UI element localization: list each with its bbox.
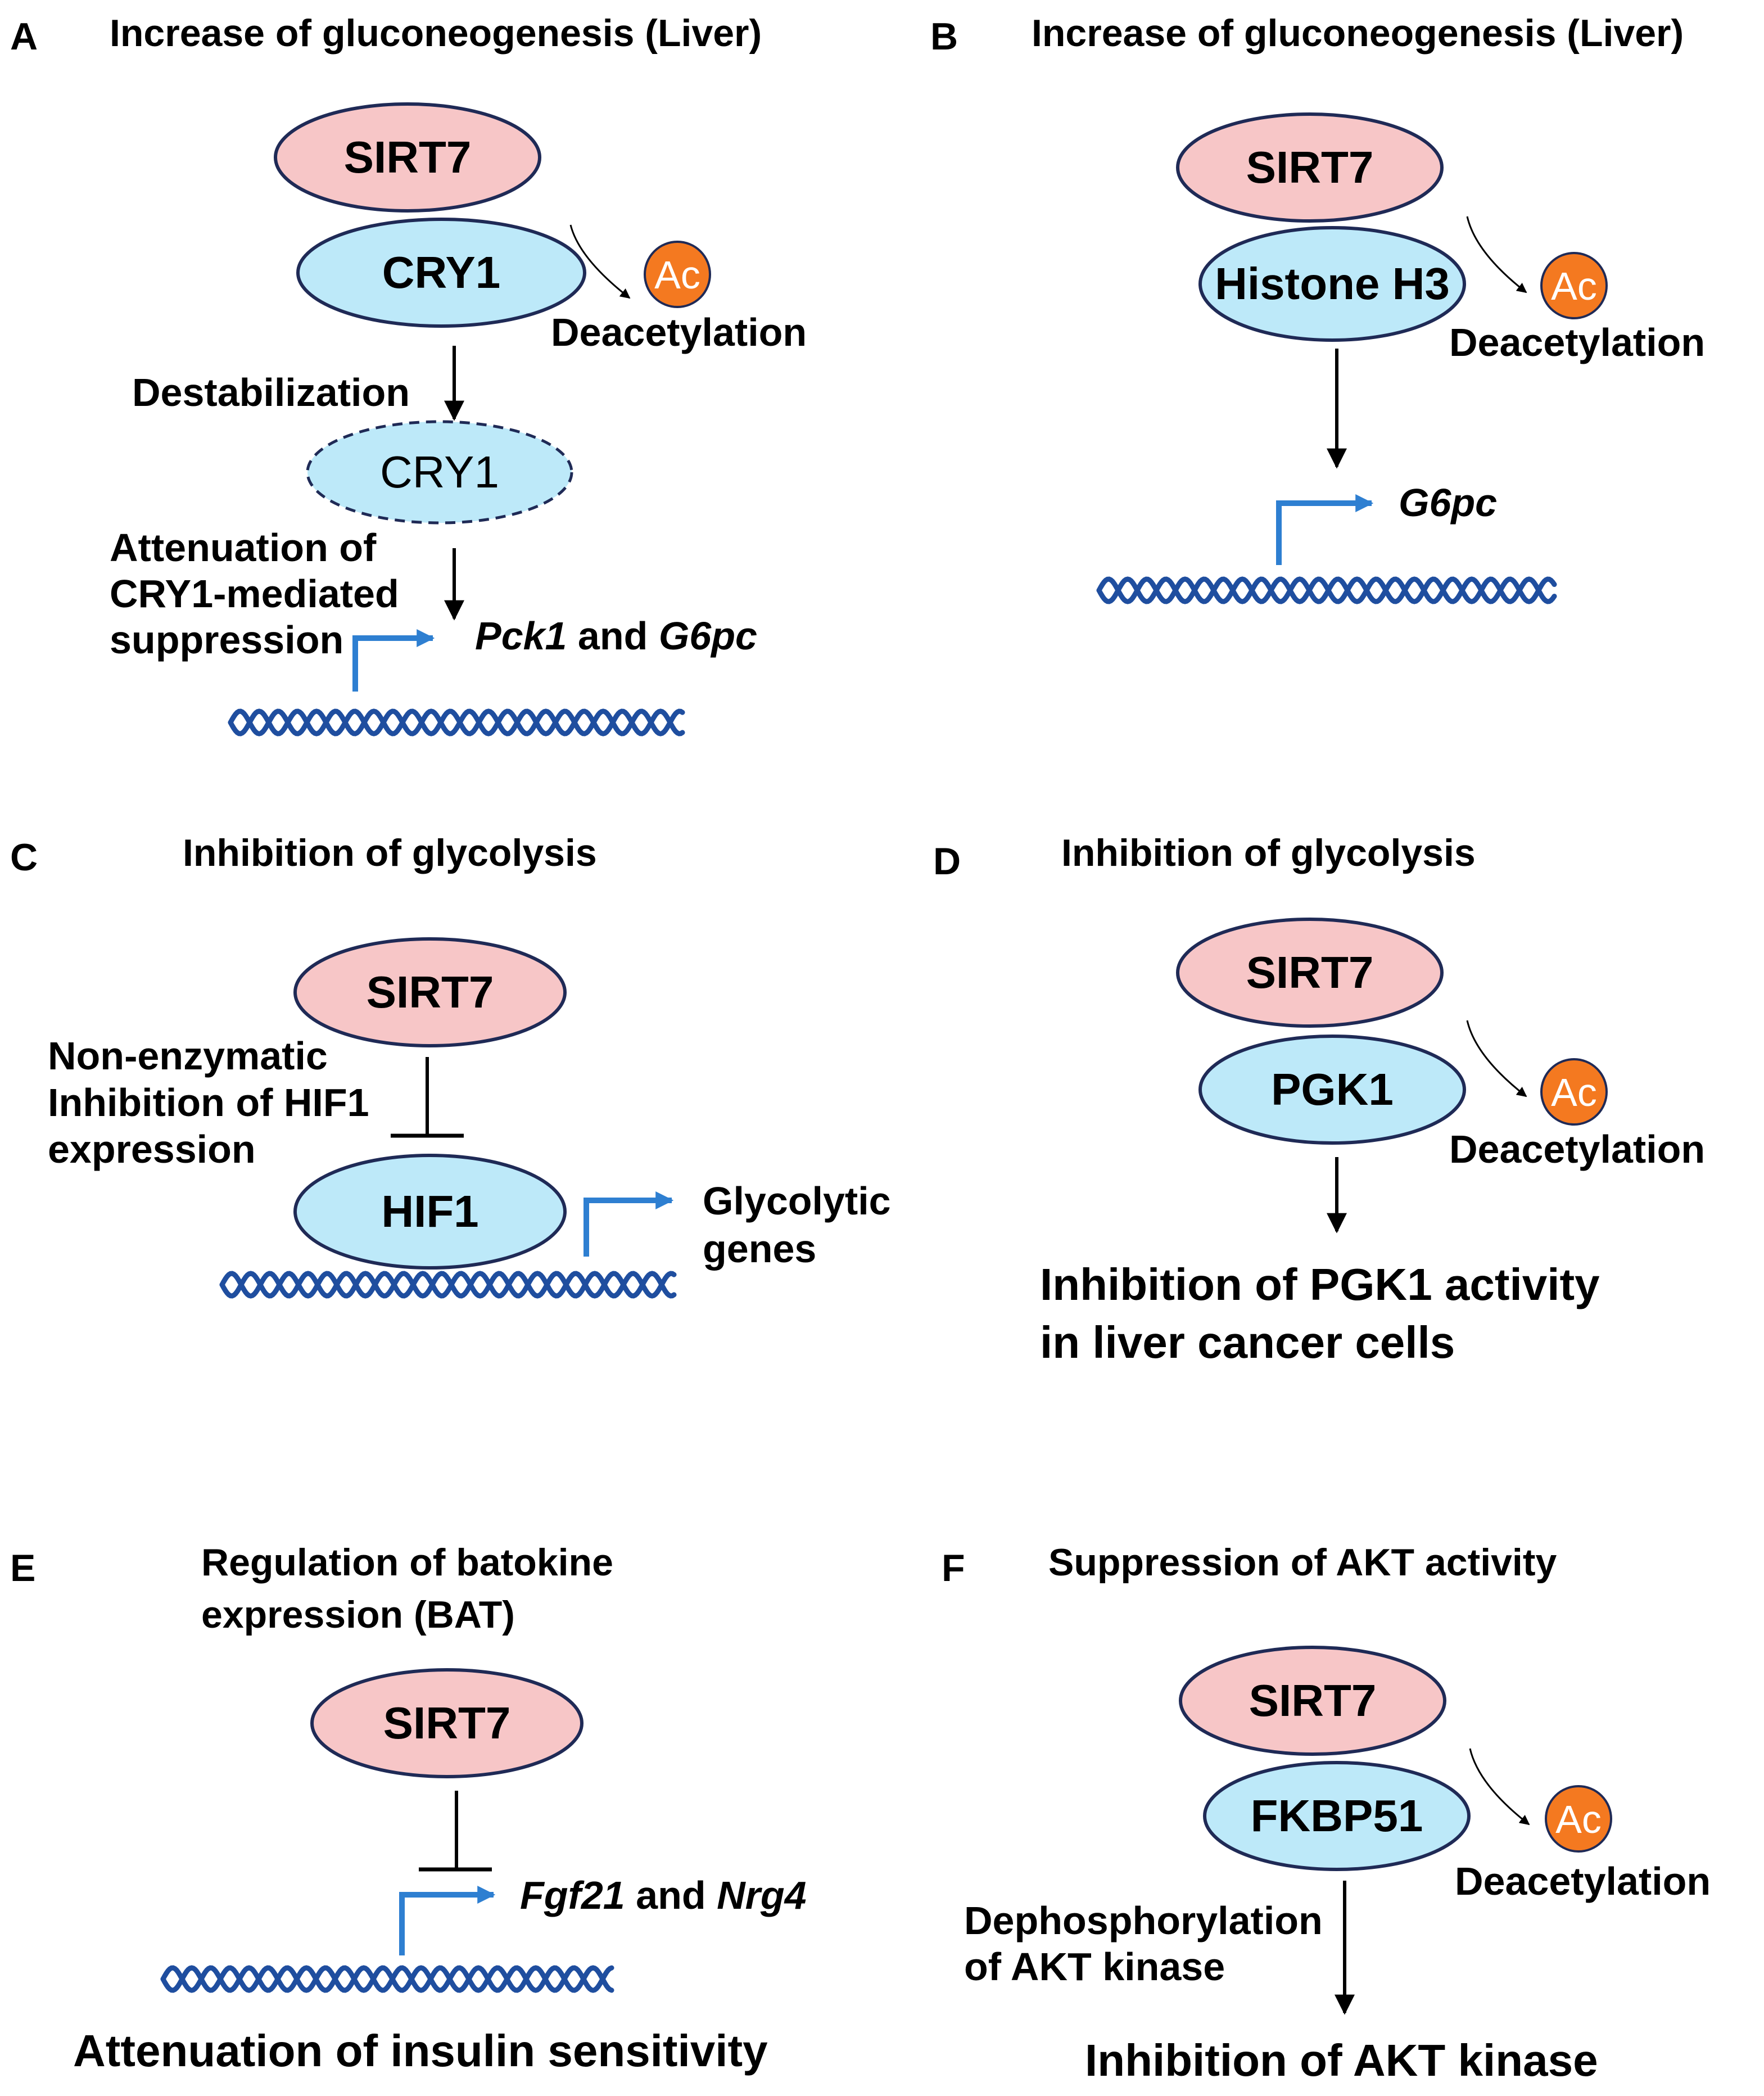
panel-b: B Increase of gluconeogenesis (Liver) SI… (930, 12, 1705, 604)
panel-e-letter: E (10, 1547, 35, 1589)
panel-a-dna (228, 708, 685, 737)
dna-strand-2 (160, 1965, 614, 1993)
panel-b-histone-label: Histone H3 (1215, 259, 1450, 309)
panel-c-sirt7-node (293, 937, 567, 1047)
panel-b-deacetylation-arrow (1466, 216, 1527, 293)
panel-a-deacetylation-arrow (569, 224, 631, 299)
panel-a-sirt7-label: SIRT7 (344, 132, 472, 182)
panel-a-genes: Pck1 and G6pc (475, 614, 757, 658)
panel-c: C Inhibition of glycolysis SIRT7 Non-enz… (10, 832, 891, 1299)
panel-b-deacetylation-label: Deacetylation (1449, 320, 1705, 364)
panel-a-deacetylation-label: Deacetylation (551, 310, 807, 354)
dna-strand-2 (228, 708, 685, 737)
panel-a-tss-arrow (352, 629, 435, 692)
panel-b-title: Increase of gluconeogenesis (Liver) (1032, 12, 1684, 55)
panel-e-sirt7-label: SIRT7 (383, 1698, 511, 1748)
panel-e-title-line-1: Regulation of batokine (201, 1541, 613, 1584)
panel-c-title: Inhibition of glycolysis (183, 832, 597, 874)
panel-f-outcome: Inhibition of AKT kinase (1085, 2035, 1598, 2085)
panel-e-dna (160, 1965, 614, 1993)
panel-a-mechanism-line-1: Attenuation of (110, 526, 377, 570)
panel-b-dna (1096, 576, 1557, 604)
panel-d-ac-label: Ac (1551, 1070, 1597, 1114)
panel-f-mechanism-line-1: Dephosphorylation (964, 1899, 1323, 1943)
panel-b-sirt7-node (1176, 112, 1444, 223)
panel-e-gene-a: Fgf21 (520, 1873, 625, 1917)
panel-a-mechanism-line-3: suppression (110, 618, 343, 662)
panel-a-letter: A (10, 15, 38, 58)
panel-a-mechanism-line-2: CRY1-mediated (110, 572, 399, 616)
dna-strand-2 (219, 1271, 677, 1299)
panel-d-deacetylation-arrow (1466, 1020, 1527, 1097)
panel-f-sirt7-node (1179, 1646, 1446, 1756)
panel-f-deacetylation-arrow (1469, 1748, 1530, 1826)
panel-d-letter: D (933, 840, 961, 883)
panel-b-gene: G6pc (1399, 481, 1497, 525)
panel-b-tss-arrow (1276, 494, 1374, 565)
panel-f: F Suppression of AKT activity SIRT7 FKBP… (942, 1541, 1711, 2085)
panel-b-histone-node (1198, 226, 1466, 342)
panel-f-sirt7-label: SIRT7 (1249, 1675, 1377, 1725)
panel-d-pgk1-label: PGK1 (1271, 1064, 1394, 1114)
panel-c-mechanism-line-3: expression (48, 1127, 256, 1171)
panel-d: D Inhibition of glycolysis SIRT7 PGK1 Ac… (933, 832, 1705, 1367)
panel-f-ac-label: Ac (1555, 1797, 1602, 1841)
panel-d-sirt7-label: SIRT7 (1246, 947, 1374, 997)
panel-c-dna (219, 1271, 677, 1299)
panel-f-mechanism-line-2: of AKT kinase (964, 1945, 1225, 1989)
panel-d-outcome-line-1: Inhibition of PGK1 activity (1040, 1259, 1600, 1309)
panel-c-output-line-1: Glycolytic (703, 1179, 891, 1223)
panel-a-gene-a: Pck1 (475, 614, 567, 658)
panel-d-ac-circle (1540, 1058, 1608, 1126)
panel-b-letter: B (930, 15, 958, 58)
panel-c-hif1-node (293, 1154, 567, 1270)
panel-a-cry1-node (296, 218, 586, 328)
panel-a: A Increase of gluconeogenesis (Liver) SI… (10, 12, 807, 737)
panel-b-ac-label: Ac (1551, 264, 1597, 308)
panel-d-deacetylation-label: Deacetylation (1449, 1127, 1705, 1171)
panel-f-fkbp51-node (1203, 1761, 1471, 1871)
panel-b-ac-circle (1540, 252, 1608, 319)
panel-e-sirt7-node (310, 1668, 584, 1778)
panel-f-title: Suppression of AKT activity (1048, 1541, 1557, 1584)
panel-e-outcome: Attenuation of insulin sensitivity (73, 2026, 768, 2076)
panel-d-sirt7-node (1176, 918, 1444, 1028)
panel-d-title: Inhibition of glycolysis (1061, 832, 1476, 874)
panel-e-title-line-2: expression (BAT) (201, 1593, 515, 1636)
panel-a-gene-b: G6pc (659, 614, 757, 658)
panel-f-ac-circle (1545, 1785, 1612, 1853)
panel-e: E Regulation of batokine expression (BAT… (10, 1541, 807, 2076)
panel-a-ac-label: Ac (654, 253, 700, 297)
panel-c-hif1-label: HIF1 (381, 1186, 478, 1236)
panel-c-tss-arrow (584, 1191, 674, 1257)
panel-f-letter: F (942, 1547, 965, 1589)
panel-f-fkbp51-label: FKBP51 (1251, 1791, 1423, 1841)
panel-e-gene-and: and (625, 1873, 717, 1917)
panel-a-destabilized-cry1-node (306, 420, 573, 525)
panel-c-mechanism-line-1: Non-enzymatic (48, 1034, 328, 1078)
panel-a-destabilization-label: Destabilization (132, 371, 410, 414)
panel-a-ac-circle (644, 241, 711, 308)
panel-e-genes: Fgf21 and Nrg4 (520, 1873, 807, 1917)
panel-c-mechanism-line-2: Inhibition of HIF1 (48, 1081, 369, 1124)
panel-c-sirt7-label: SIRT7 (367, 967, 494, 1017)
panel-d-pgk1-node (1198, 1035, 1466, 1145)
panel-a-cry1-label: CRY1 (382, 247, 500, 297)
panel-a-sirt7-node (274, 102, 541, 213)
panel-a-title: Increase of gluconeogenesis (Liver) (110, 12, 762, 55)
panel-d-outcome-line-2: in liver cancer cells (1040, 1317, 1455, 1367)
panel-c-output-line-2: genes (703, 1227, 816, 1271)
panel-e-tss-arrow (399, 1885, 496, 1955)
panel-e-gene-b: Nrg4 (717, 1873, 806, 1917)
panel-a-gene-and: and (567, 614, 658, 658)
dna-strand-1 (160, 1965, 614, 1993)
panel-c-letter: C (10, 836, 38, 879)
panel-f-deacetylation-label: Deacetylation (1455, 1859, 1711, 1903)
panel-b-sirt7-label: SIRT7 (1246, 142, 1374, 192)
panel-a-destabilized-cry1-label: CRY1 (380, 447, 499, 497)
dna-strand-2 (1096, 576, 1557, 604)
